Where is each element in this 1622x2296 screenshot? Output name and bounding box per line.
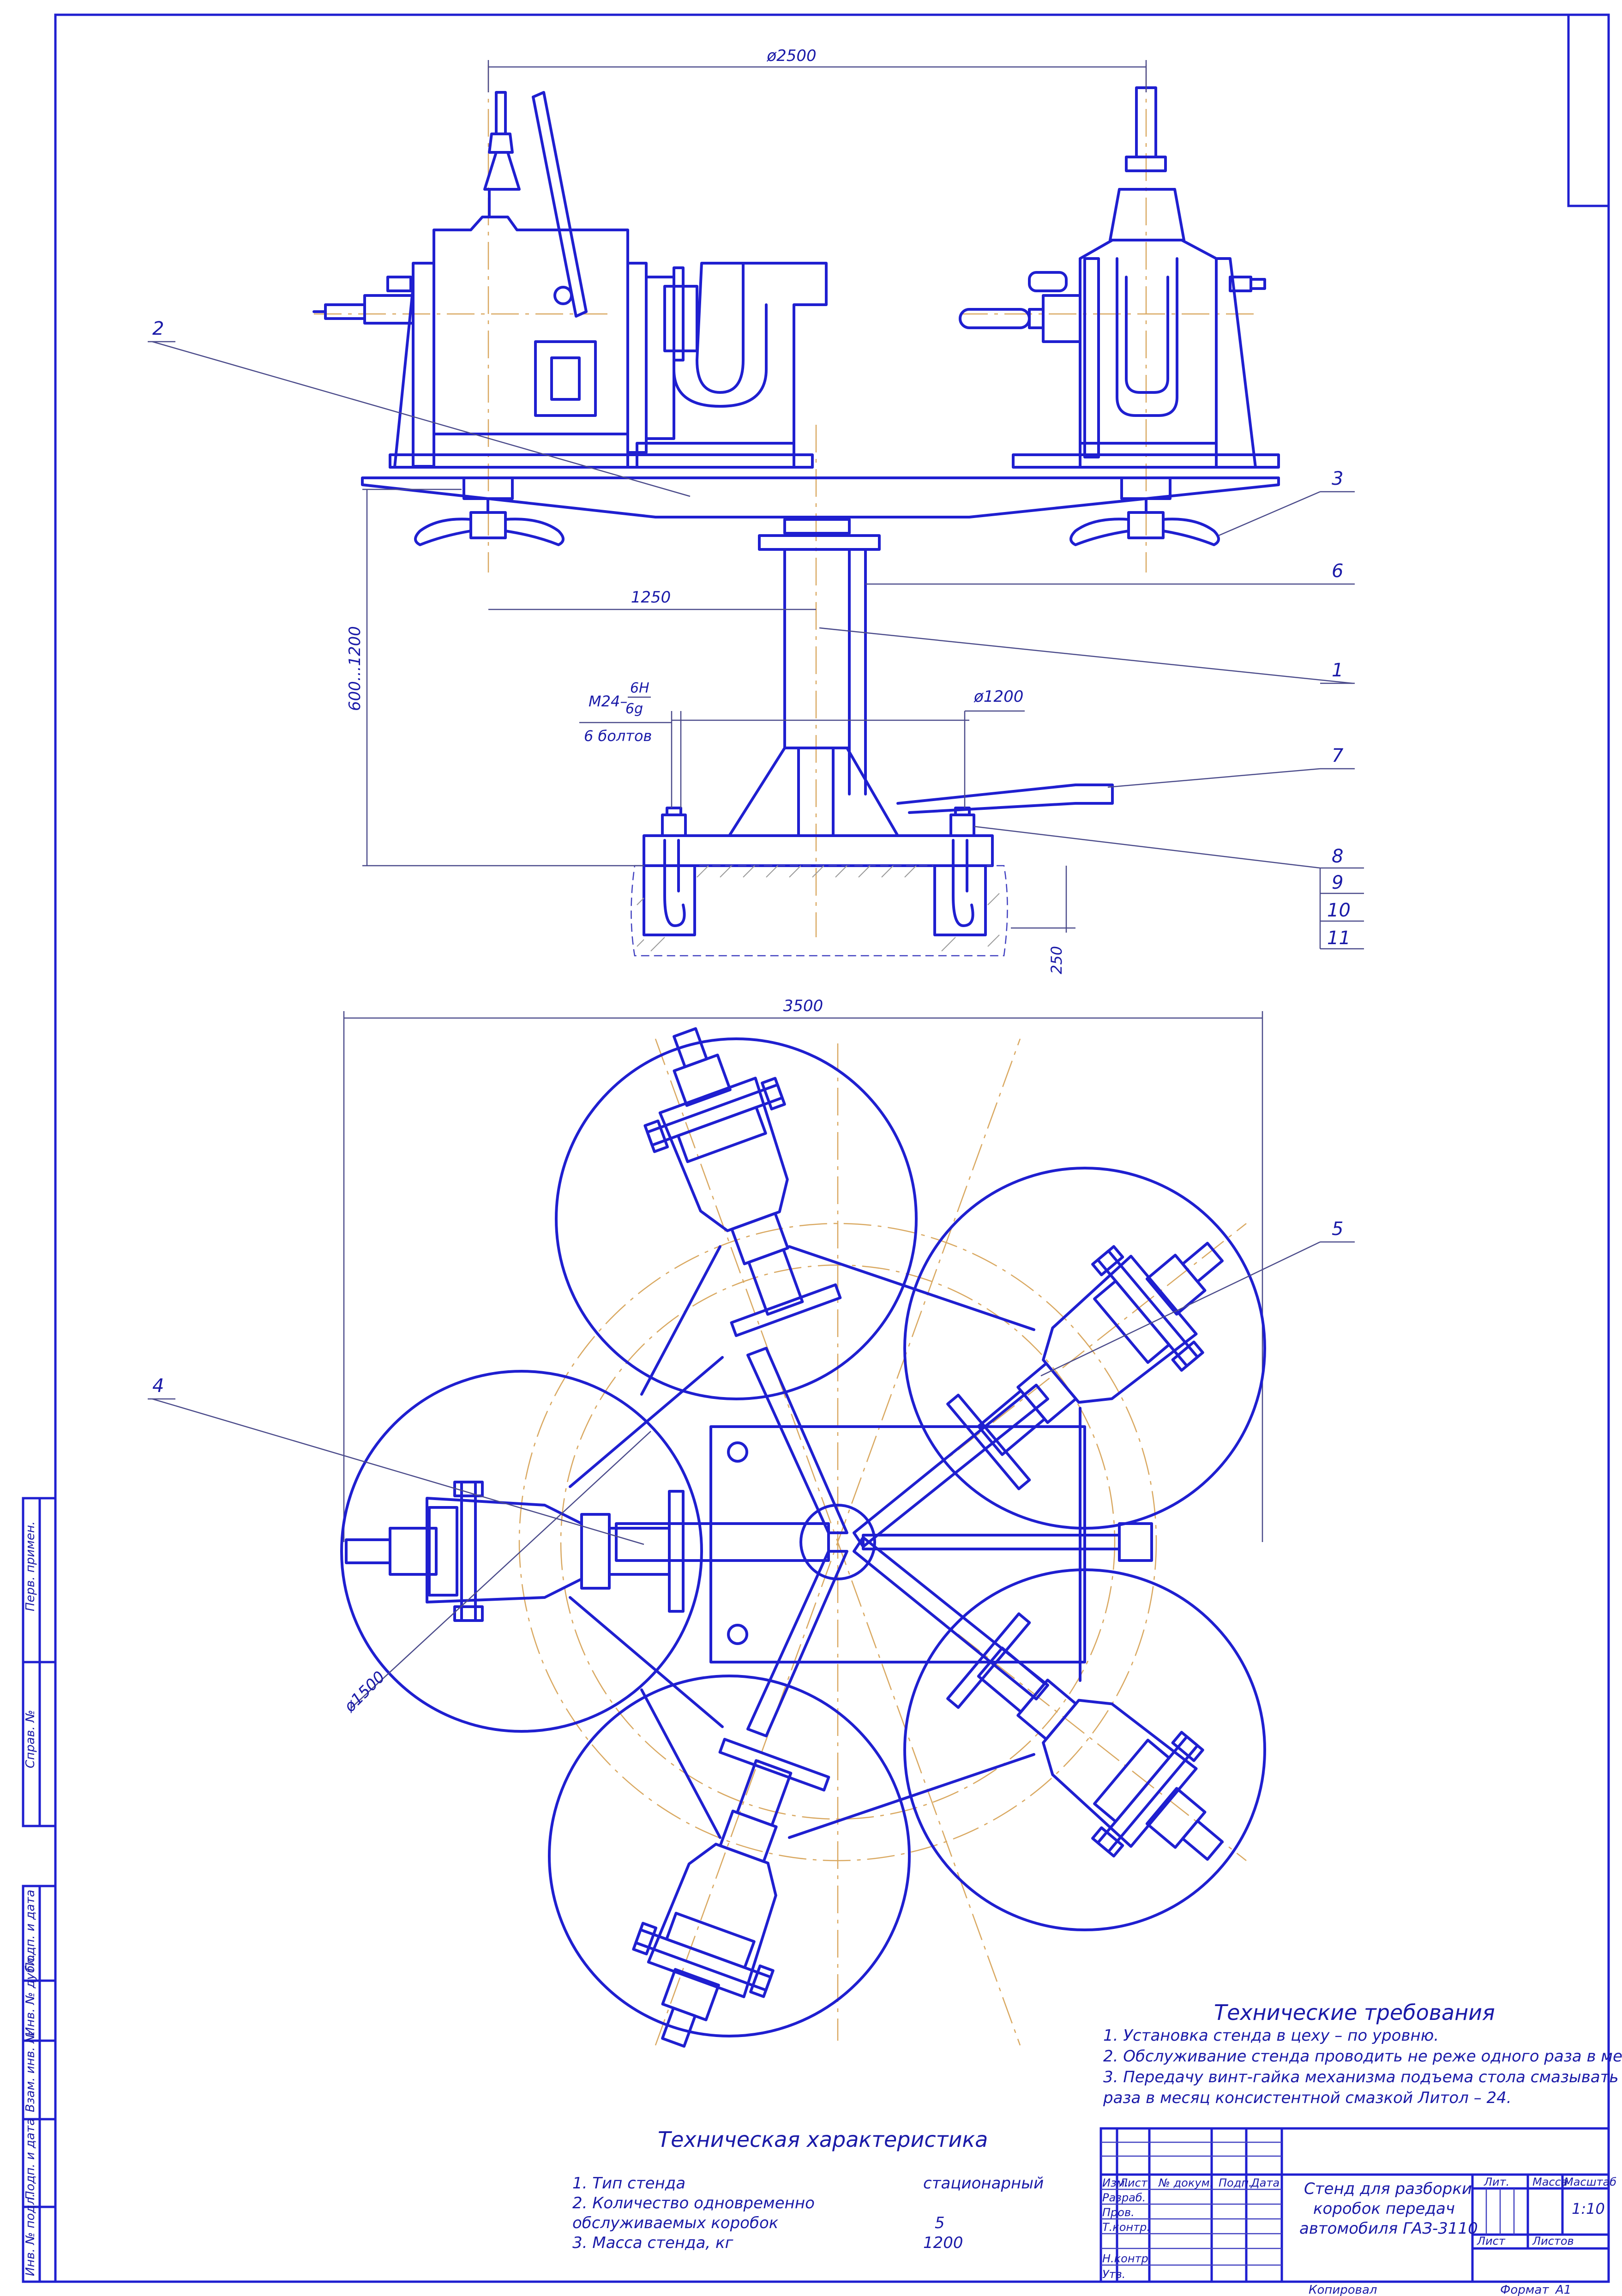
tb-sheet: Лист [1477, 2235, 1506, 2248]
tech-char-value: стационарный [923, 2174, 1044, 2193]
side-label: Справ. № [24, 1710, 37, 1768]
tech-req-line: 3. Передачу винт-гайка механизма подъема… [1103, 2068, 1622, 2086]
dim-width: ø2500 [766, 47, 816, 65]
tb-format-label: Формат [1500, 2283, 1549, 2296]
tech-char-label: 1. Тип стенда [572, 2174, 685, 2193]
tb-role: Н.контр. [1102, 2252, 1152, 2265]
tb-format: A1 [1555, 2283, 1571, 2296]
tech-req-line: 2. Обслуживание стенда проводить не реже… [1103, 2047, 1622, 2066]
side-label: Инв. № подл. [24, 2194, 37, 2276]
right-gearbox [959, 86, 1280, 469]
tech-characteristics: Техническая характеристика 1. Тип стенда… [572, 2127, 1044, 2252]
thread-lower: 6g [625, 701, 643, 717]
tb-role: Разраб. [1102, 2191, 1146, 2204]
foundation-hatch [637, 865, 1000, 952]
thread-size: M24– [589, 693, 627, 710]
callout-3: 3 [1332, 468, 1343, 489]
tb-col-izm: Изм. [1102, 2176, 1128, 2189]
tb-scale-label: Масштаб [1564, 2175, 1616, 2188]
station-circle [903, 1568, 1266, 1931]
tb-col-list: Лист [1119, 2176, 1148, 2189]
station-circle [340, 1370, 703, 1733]
plan-view: 3500 [340, 997, 1266, 2066]
tb-lit: Лит. [1484, 2175, 1509, 2188]
sheet-frame [22, 13, 1610, 2283]
dim-overall: 3500 [783, 997, 823, 1015]
tb-role: Утв. [1102, 2268, 1125, 2281]
callout-5: 5 [1332, 1218, 1343, 1240]
callout-7: 7 [1332, 745, 1344, 766]
tb-scale: 1:10 [1572, 2200, 1605, 2218]
side-strip-labels: Перв. примен. Справ. № Подп. и дата Инв.… [24, 1521, 37, 2276]
callout-11: 11 [1327, 928, 1351, 949]
side-label: Инв. № дубл. [24, 1954, 37, 2036]
dim-base: ø1200 [973, 687, 1023, 706]
thread-count: 6 болтов [584, 727, 652, 745]
tech-char-label: 3. Масса стенда, кг [572, 2234, 734, 2252]
front-view: ø2500 1250 600...1200 ø1200 M24– 6H 6g 6… [312, 47, 1280, 974]
tech-char-value: 5 [935, 2214, 945, 2232]
tech-char-label: обслуживаемых коробок [572, 2214, 779, 2232]
dim-height: 600...1200 [346, 626, 364, 711]
side-label: Перв. примен. [24, 1521, 37, 1611]
callout-1: 1 [1332, 660, 1343, 681]
tb-sheets: Листов [1532, 2235, 1574, 2248]
callout-2: 2 [152, 318, 164, 339]
tech-char-label: 2. Количество одновременно [572, 2194, 815, 2212]
title-block: Изм. Лист № докум. Подп. Дата Разраб. Пр… [1099, 2127, 1616, 2296]
column-base [631, 518, 1114, 957]
tech-char-title: Техническая характеристика [658, 2127, 988, 2152]
tech-req-title: Технические требования [1214, 2000, 1495, 2025]
dim-foundation: 250 [1048, 946, 1065, 974]
tb-mass: Масса [1532, 2175, 1568, 2188]
callout-6: 6 [1332, 560, 1343, 582]
callout-10: 10 [1327, 900, 1351, 921]
tb-col-doc: № докум. [1158, 2176, 1213, 2189]
callout-4: 4 [152, 1375, 164, 1397]
tb-name-line: коробок передач [1313, 2200, 1455, 2218]
tech-req-line: 1. Установка стенда в цеху – по уровню. [1103, 2026, 1439, 2045]
tb-col-date: Дата [1250, 2176, 1280, 2189]
callouts: 2 3 6 1 7 8 9 10 11 4 5 [148, 318, 1364, 1545]
front-dimensions: ø2500 1250 600...1200 ø1200 M24– 6H 6g 6… [346, 47, 1147, 974]
plan-gearbox-left [345, 1481, 685, 1622]
side-label: Взам. инв. № [24, 2031, 37, 2112]
side-label: Подп. и дата [24, 1890, 37, 1971]
tb-name-line: автомобиля ГАЗ-3110 [1299, 2219, 1478, 2238]
station-circle [555, 1037, 918, 1400]
station-circle [903, 1167, 1266, 1530]
side-label: Подп. и дата [24, 2118, 37, 2200]
tb-name-line: Стенд для разборки [1304, 2180, 1472, 2198]
dim-offset: 1250 [631, 588, 671, 607]
left-gearbox [312, 91, 828, 469]
callout-8: 8 [1332, 846, 1343, 867]
thread-upper: 6H [630, 680, 649, 696]
callout-9: 9 [1332, 872, 1343, 893]
tech-char-value: 1200 [923, 2234, 963, 2252]
table-beam [361, 476, 1280, 546]
tb-role: Пров. [1102, 2206, 1135, 2219]
station-circle [548, 1675, 911, 2037]
tech-requirements: Технические требования 1. Установка стен… [1103, 2000, 1622, 2107]
tb-col-sign: Подп. [1219, 2176, 1252, 2189]
tb-role: Т.контр. [1102, 2221, 1150, 2234]
tech-req-line: раза в месяц консистентной смазкой Литол… [1103, 2089, 1512, 2107]
tb-copied: Копировал [1309, 2283, 1377, 2296]
